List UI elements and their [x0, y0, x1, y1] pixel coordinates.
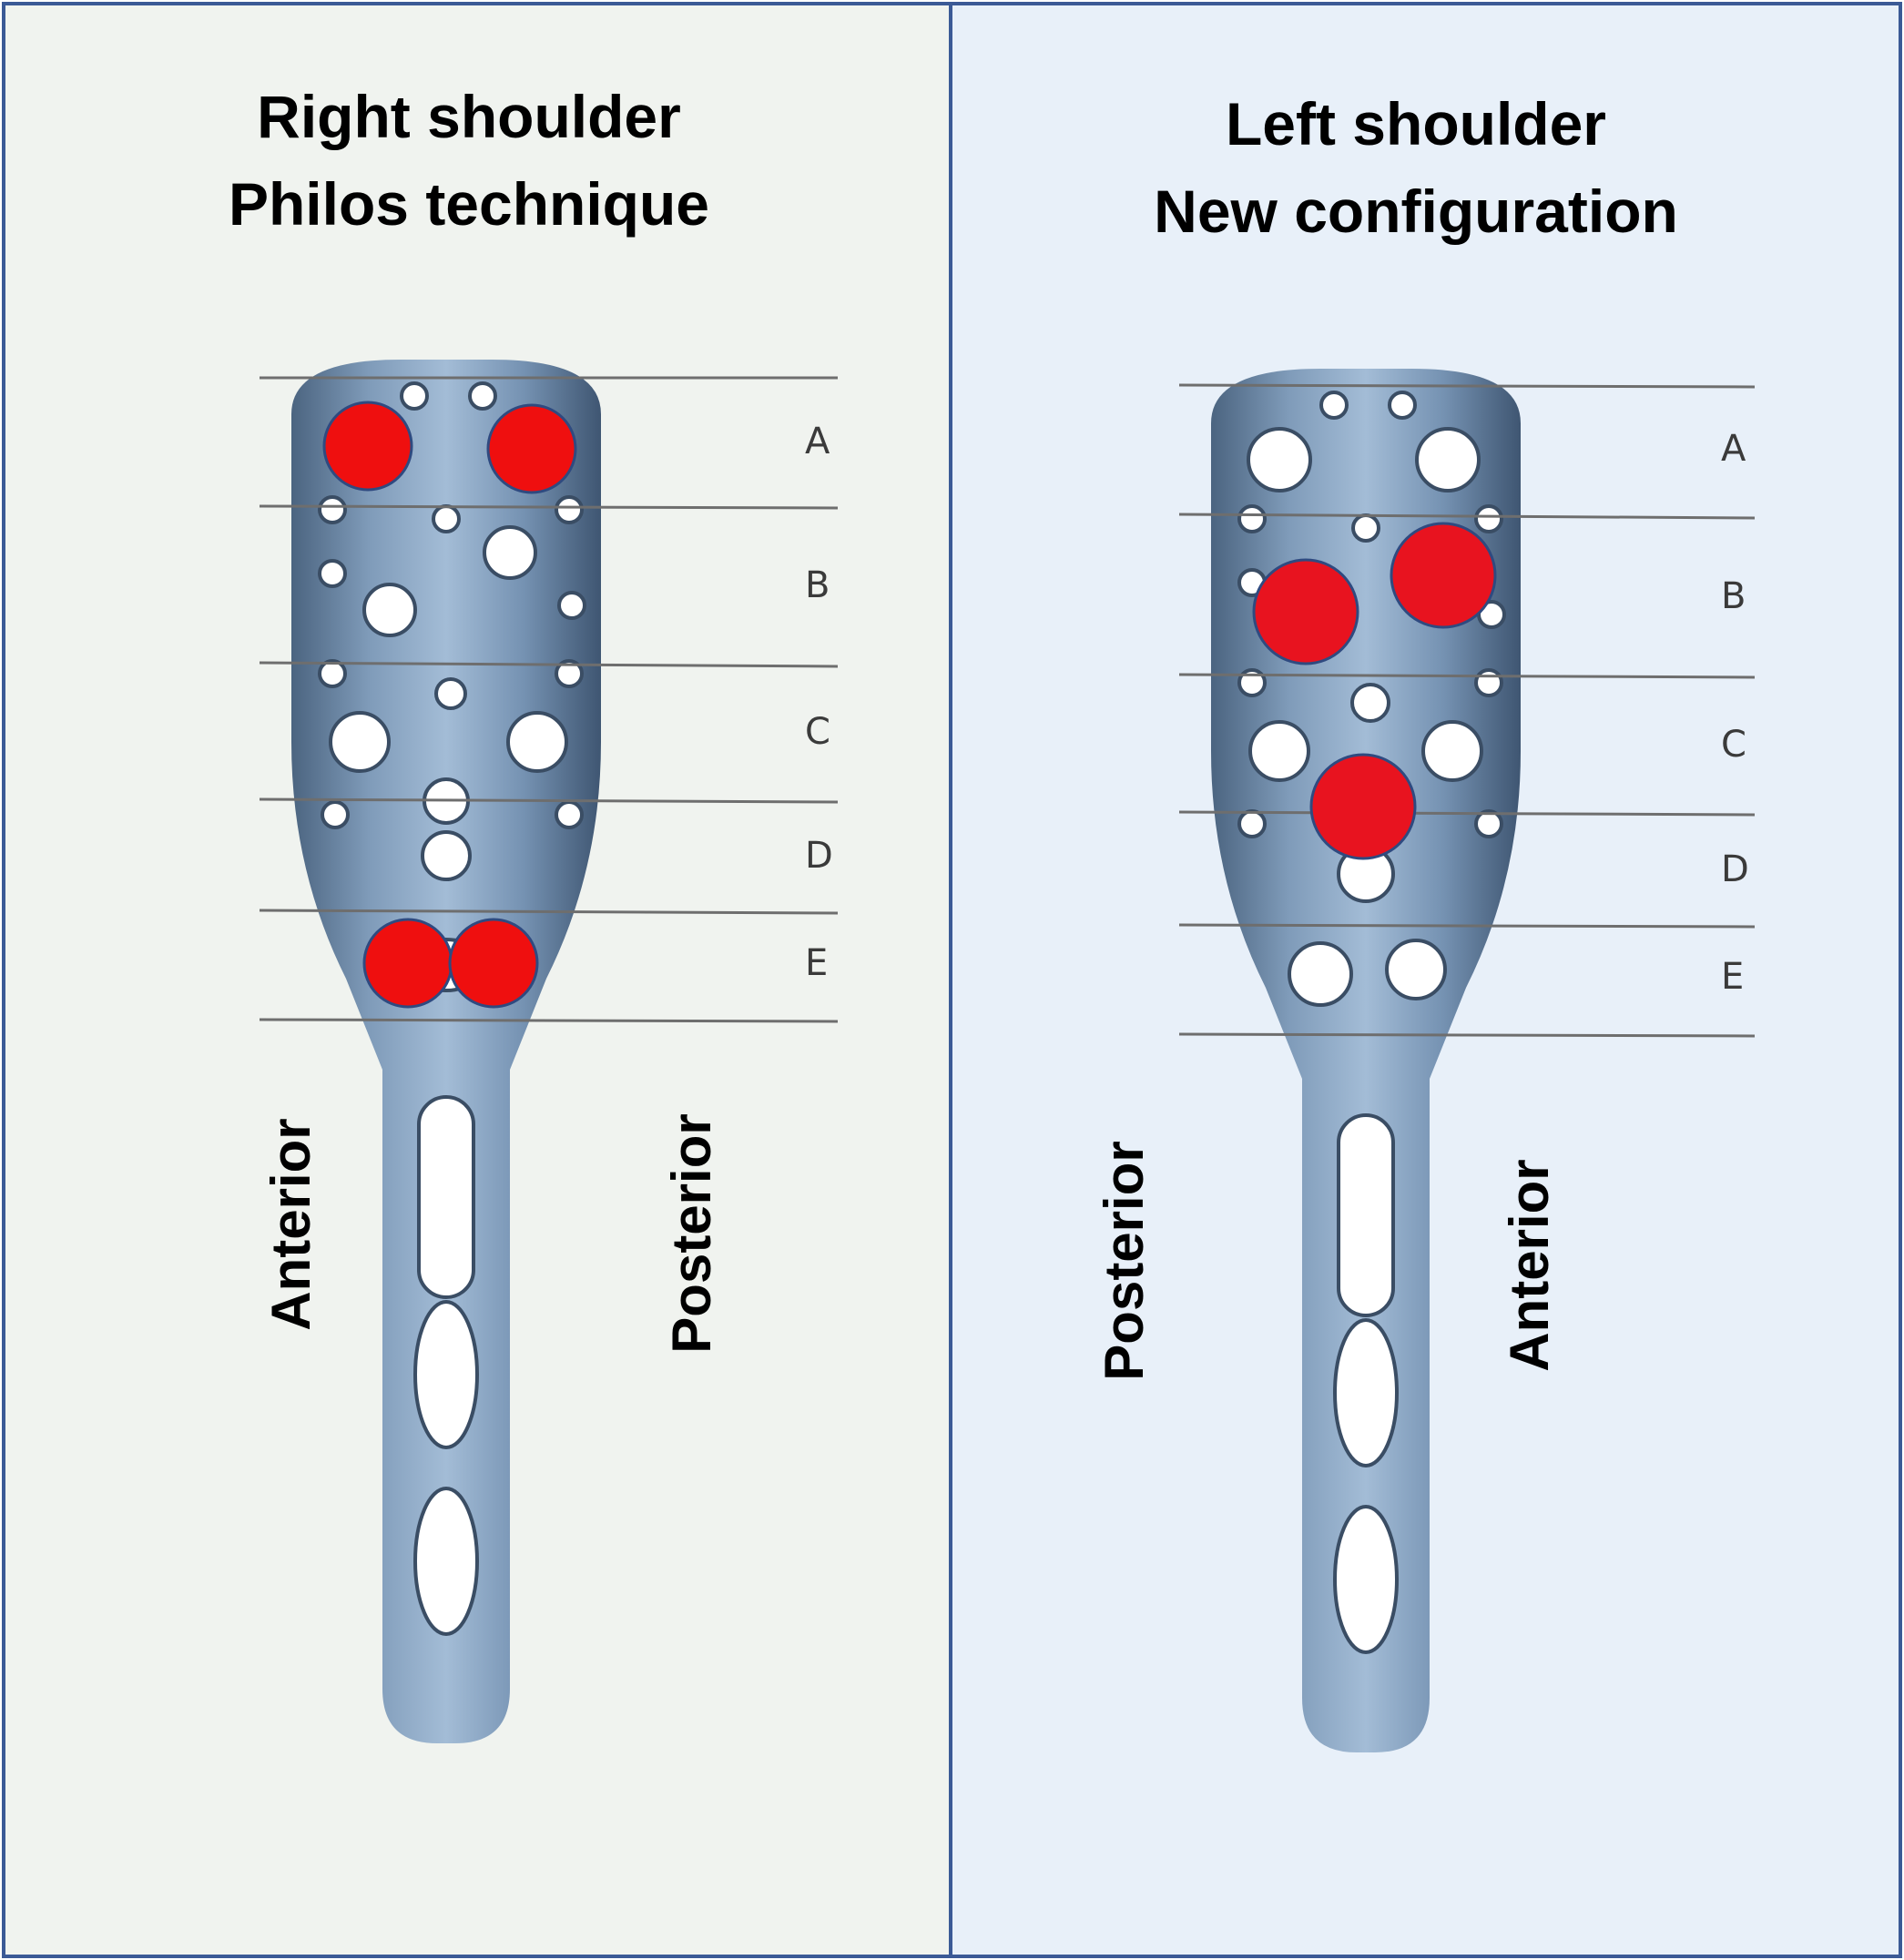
marker-right-CD [1309, 753, 1417, 860]
left-zone-lines [259, 376, 839, 1023]
right-zone-lines [1178, 383, 1756, 1038]
marker-right-B2 [1390, 522, 1497, 629]
left-title-line2: Philos technique [228, 170, 710, 238]
right-label-posterior: Posterior [1094, 1141, 1155, 1381]
right-zone-B: B [1721, 575, 1746, 617]
left-zone-E: E [805, 942, 829, 984]
right-title-line2: New configuration [1154, 178, 1678, 245]
left-screw-markers [322, 401, 577, 1009]
right-label-anterior: Anterior [1499, 1159, 1560, 1372]
marker-left-E1 [362, 918, 453, 1009]
marker-left-E2 [448, 918, 539, 1009]
left-label-posterior: Posterior [661, 1113, 722, 1354]
right-zone-E: E [1721, 956, 1745, 998]
right-zone-A: A [1721, 428, 1746, 470]
marker-left-A2 [486, 403, 577, 494]
left-zone-B: B [805, 564, 830, 606]
left-title-line1: Right shoulder [257, 83, 681, 150]
right-zone-C: C [1721, 724, 1746, 766]
right-title-line1: Left shoulder [1225, 90, 1606, 157]
left-label-anterior: Anterior [260, 1118, 321, 1331]
marker-left-A1 [322, 401, 413, 492]
left-title: Right shoulder Philos technique [91, 73, 847, 248]
left-plate-illustration [291, 360, 601, 1743]
right-screw-markers [1252, 522, 1497, 860]
right-title: Left shoulder New configuration [1002, 80, 1830, 255]
marker-right-B1 [1252, 558, 1359, 665]
left-zone-A: A [805, 421, 830, 462]
left-zone-D: D [805, 835, 833, 877]
left-zone-C: C [805, 711, 830, 753]
right-zone-D: D [1721, 848, 1749, 890]
